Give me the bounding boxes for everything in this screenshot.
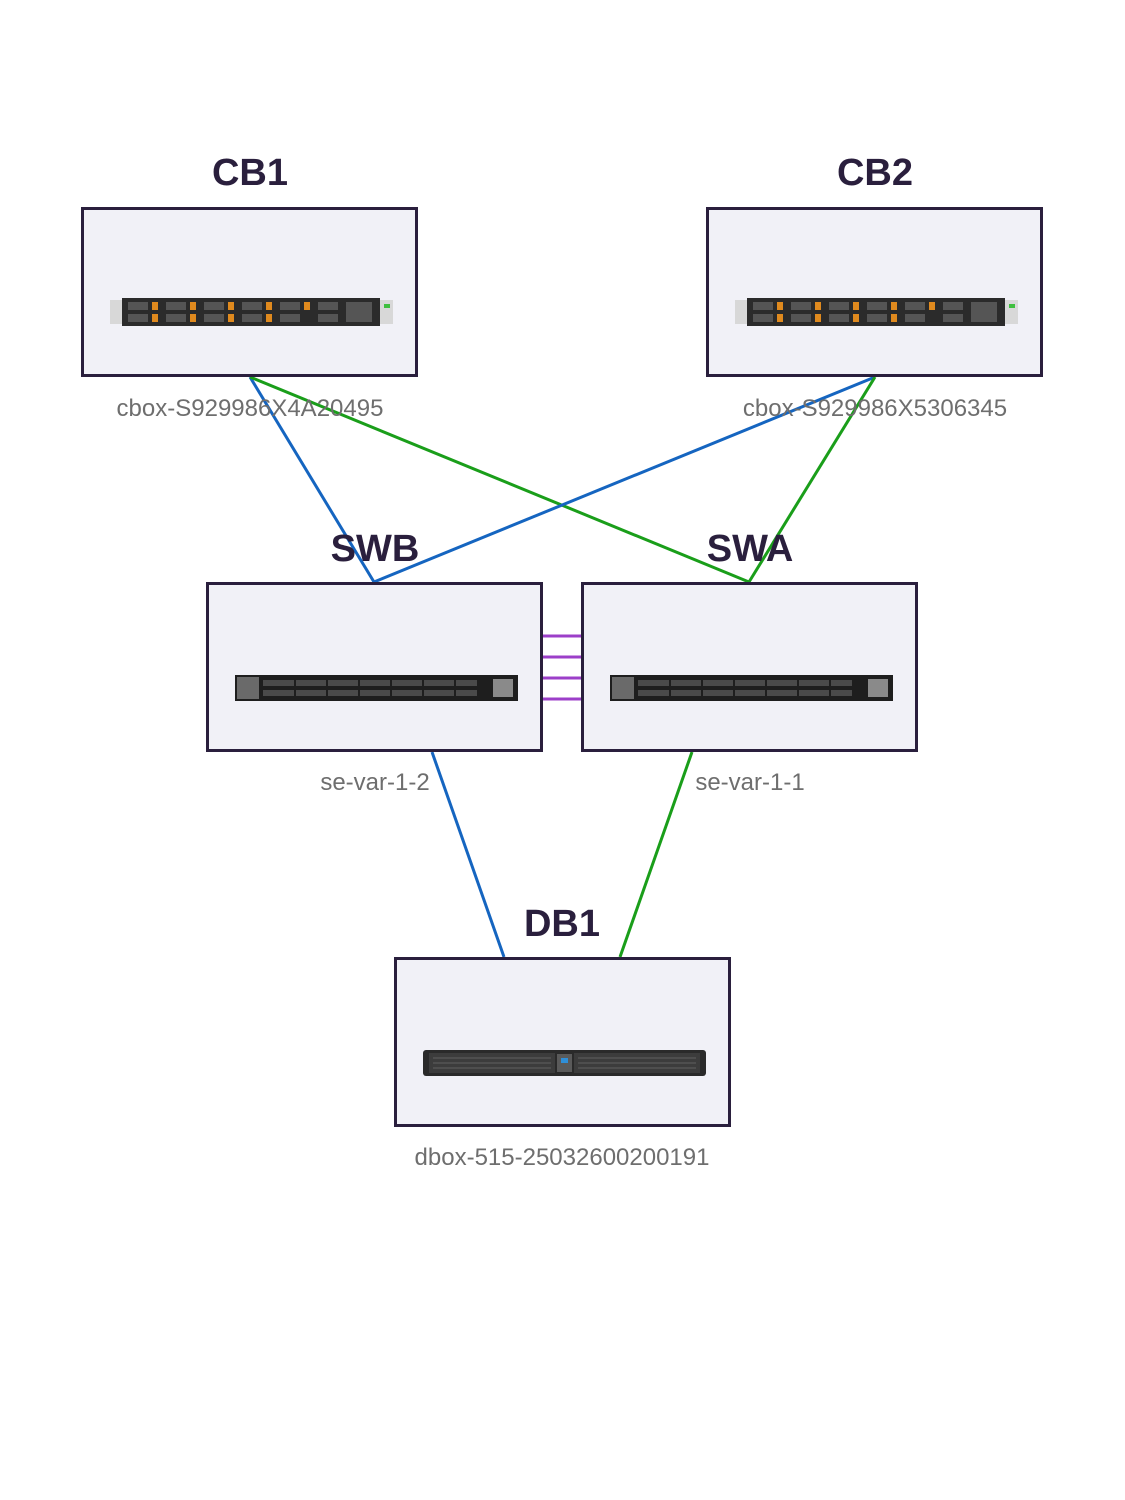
swa-label: se-var-1-1 [695, 769, 805, 796]
link-cb2-swb [373, 375, 876, 584]
link-cb1-swb [248, 376, 376, 583]
link-swa-db1 [618, 751, 694, 958]
swb-label: se-var-1-2 [320, 769, 430, 796]
cb1-label: cbox-S929986X4A20495 [116, 395, 384, 422]
cbox-server-icon [735, 298, 1018, 326]
cb1-title: CB1 [211, 152, 289, 194]
link-swb-db1 [430, 751, 506, 958]
link-layer [248, 375, 877, 958]
swa-title: SWA [706, 528, 794, 570]
swb-title: SWB [330, 528, 420, 570]
db1-title: DB1 [523, 903, 601, 945]
swa-node[interactable] [581, 582, 918, 752]
link-cb2-swa [747, 376, 877, 583]
db1-label: dbox-515-25032600200191 [414, 1144, 710, 1171]
network-switch-icon [235, 675, 518, 701]
cb2-title: CB2 [836, 152, 914, 194]
db1-node[interactable] [394, 957, 731, 1127]
cbox-server-icon [110, 298, 393, 326]
cb2-label: cbox-S929986X5306345 [742, 395, 1008, 422]
dbox-storage-icon [423, 1050, 706, 1076]
cb2-node[interactable] [706, 207, 1043, 377]
link-cb1-swa [249, 375, 750, 584]
network-switch-icon [610, 675, 893, 701]
cb1-node[interactable] [81, 207, 418, 377]
swb-node[interactable] [206, 582, 543, 752]
